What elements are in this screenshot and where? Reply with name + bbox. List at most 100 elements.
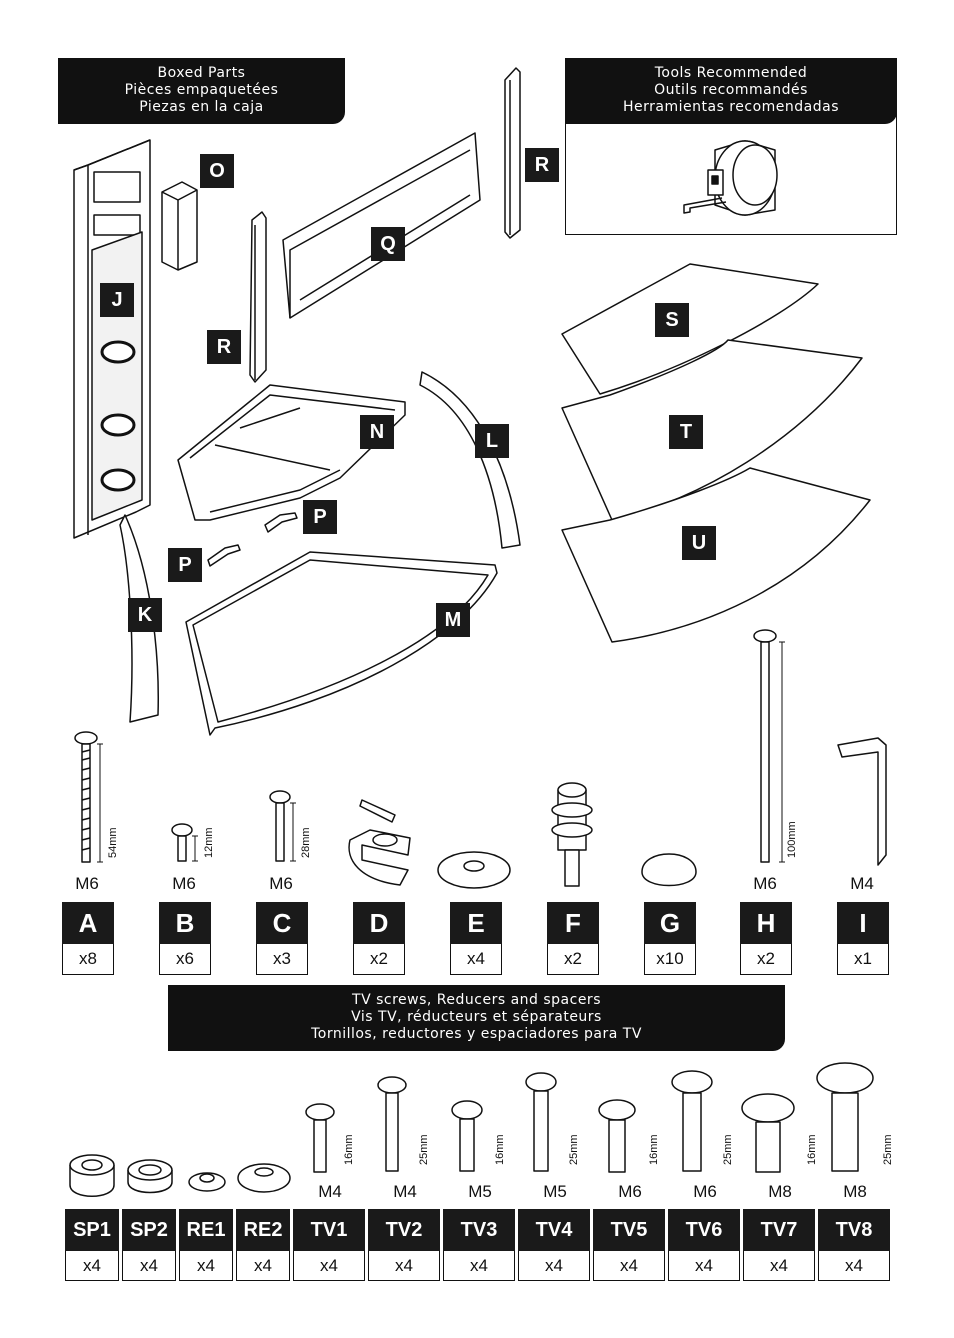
tv-qty-tv5: x4 — [593, 1251, 665, 1281]
tools-title-en: Tools Recommended — [654, 65, 808, 81]
dim-tv7: 16mm — [806, 1134, 818, 1165]
part-l-drawing — [419, 371, 521, 549]
dim-tv8: 25mm — [882, 1134, 894, 1165]
part-p-drawing — [207, 512, 298, 567]
hw-size-b: M6 — [172, 874, 196, 893]
hw-letter-f: F — [547, 902, 599, 944]
spacer-f-drawing — [551, 782, 593, 887]
dim-h: 100mm — [786, 821, 798, 858]
part-label-t: T — [669, 415, 703, 449]
tv-banner-fr: Vis TV, réducteurs et séparateurs — [351, 1009, 602, 1025]
tape-measure-icon — [683, 140, 778, 216]
tv-screw-tv3-drawing — [451, 1100, 483, 1172]
tools-recommended-banner: Tools Recommended Outils recommandés Her… — [565, 58, 897, 124]
hw-qty-c: x3 — [256, 944, 308, 975]
part-label-m: M — [436, 603, 470, 637]
dim-tv5: 16mm — [648, 1134, 660, 1165]
dim-a: 54mm — [107, 827, 119, 858]
tv-size-tv8: M8 — [843, 1182, 867, 1201]
part-label-p-left: P — [168, 548, 202, 582]
dim-tv6: 25mm — [722, 1134, 734, 1165]
dim-c: 28mm — [300, 827, 312, 858]
part-u-drawing — [561, 467, 871, 643]
hw-qty-a: x8 — [62, 944, 114, 975]
hw-letter-c: C — [256, 902, 308, 944]
tools-title-es: Herramientas recomendadas — [623, 99, 839, 115]
tv-screw-tv4-drawing — [525, 1072, 557, 1172]
part-r-right-drawing — [504, 67, 521, 239]
hw-letter-e: E — [450, 902, 502, 944]
tv-qty-sp1: x4 — [65, 1251, 119, 1281]
part-label-l: L — [475, 424, 509, 458]
part-s-drawing — [561, 263, 819, 395]
tv-label-tv7: TV7 — [743, 1209, 815, 1251]
tools-title-fr: Outils recommandés — [654, 82, 808, 98]
tv-size-tv2: M4 — [393, 1182, 417, 1201]
part-label-k: K — [128, 598, 162, 632]
tv-qty-sp2: x4 — [122, 1251, 176, 1281]
tv-label-re2: RE2 — [236, 1209, 290, 1251]
tv-qty-re2: x4 — [236, 1251, 290, 1281]
part-j-drawing — [73, 139, 151, 539]
dim-tv4: 25mm — [568, 1134, 580, 1165]
boxed-parts-banner: Boxed Parts Pièces empaquetées Piezas en… — [58, 58, 345, 124]
tv-qty-re1: x4 — [179, 1251, 233, 1281]
tv-label-tv3: TV3 — [443, 1209, 515, 1251]
reducer-re2-drawing — [237, 1163, 291, 1193]
tv-qty-tv7: x4 — [743, 1251, 815, 1281]
hw-size-a: M6 — [75, 874, 99, 893]
part-m-drawing — [185, 551, 498, 736]
hw-size-c: M6 — [269, 874, 293, 893]
dim-tv2: 25mm — [418, 1134, 430, 1165]
tv-label-sp2: SP2 — [122, 1209, 176, 1251]
hw-letter-g: G — [644, 902, 696, 944]
dim-tv3: 16mm — [494, 1134, 506, 1165]
screw-c-drawing — [269, 790, 296, 862]
tv-qty-tv3: x4 — [443, 1251, 515, 1281]
tv-screw-tv8-drawing — [816, 1062, 874, 1172]
tv-banner-es: Tornillos, reductores y espaciadores par… — [311, 1026, 642, 1042]
part-label-r-left: R — [207, 330, 241, 364]
part-q-drawing — [282, 132, 481, 319]
hw-qty-i: x1 — [837, 944, 889, 975]
part-o-drawing — [161, 181, 198, 271]
part-label-o: O — [200, 154, 234, 188]
tv-size-tv4: M5 — [543, 1182, 567, 1201]
tv-screws-banner: TV screws, Reducers and spacers Vis TV, … — [168, 985, 785, 1051]
tv-qty-tv2: x4 — [368, 1251, 440, 1281]
tv-qty-tv8: x4 — [818, 1251, 890, 1281]
tv-qty-tv1: x4 — [293, 1251, 365, 1281]
hw-qty-g: x10 — [644, 944, 696, 975]
part-r-left-drawing — [249, 211, 267, 383]
tv-screw-tv5-drawing — [598, 1099, 636, 1173]
dim-b: 12mm — [203, 827, 215, 858]
part-label-q: Q — [371, 227, 405, 261]
tv-screw-tv2-drawing — [377, 1076, 407, 1172]
part-label-u: U — [682, 526, 716, 560]
tv-banner-en: TV screws, Reducers and spacers — [352, 992, 601, 1008]
tv-qty-tv6: x4 — [668, 1251, 740, 1281]
washer-e-drawing — [437, 851, 511, 889]
hw-qty-h: x2 — [740, 944, 792, 975]
dim-tv1: 16mm — [343, 1134, 355, 1165]
hw-letter-i: I — [837, 902, 889, 944]
part-label-s: S — [655, 303, 689, 337]
tv-label-sp1: SP1 — [65, 1209, 119, 1251]
hw-size-i: M4 — [850, 874, 874, 893]
boxed-parts-title-es: Piezas en la caja — [139, 99, 264, 115]
part-label-p-right: P — [303, 500, 337, 534]
part-label-r-right: R — [525, 148, 559, 182]
part-n-drawing — [177, 384, 406, 521]
tv-label-tv2: TV2 — [368, 1209, 440, 1251]
part-label-j: J — [100, 283, 134, 317]
screw-b-drawing — [171, 823, 198, 862]
tv-qty-tv4: x4 — [518, 1251, 590, 1281]
tv-label-re1: RE1 — [179, 1209, 233, 1251]
hw-size-h: M6 — [753, 874, 777, 893]
tv-label-tv5: TV5 — [593, 1209, 665, 1251]
hw-qty-d: x2 — [353, 944, 405, 975]
tv-size-tv5: M6 — [618, 1182, 642, 1201]
part-label-n: N — [360, 415, 394, 449]
allen-key-i-drawing — [837, 737, 887, 866]
